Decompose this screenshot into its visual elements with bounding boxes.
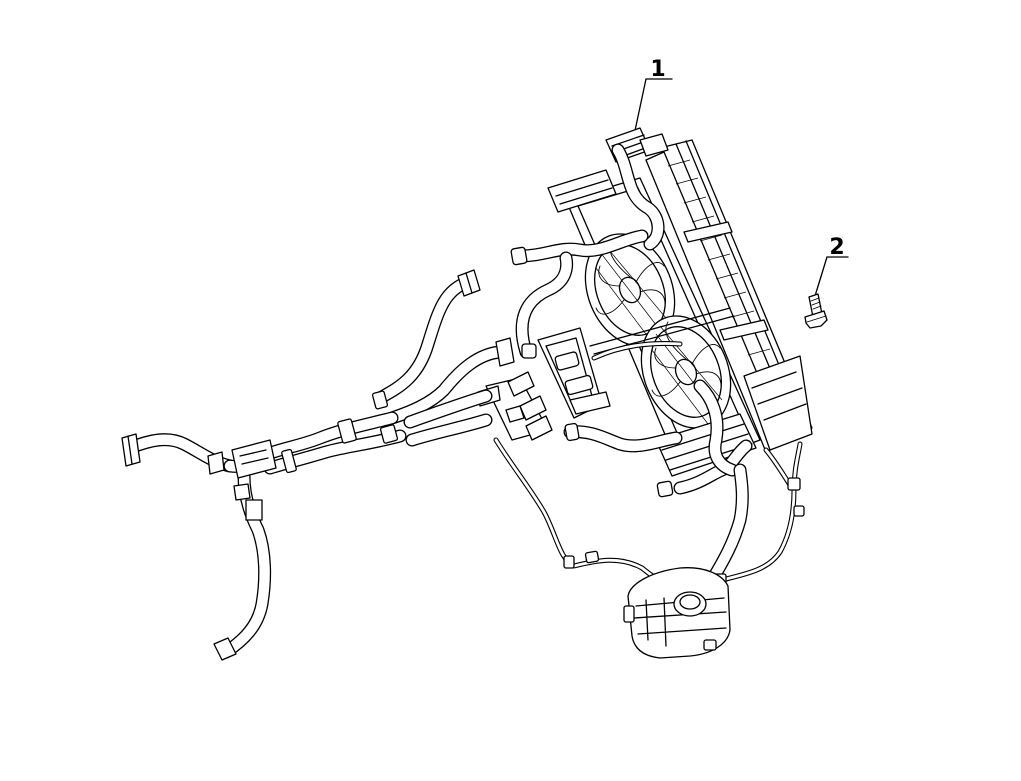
callout-2-label: 2	[829, 235, 844, 260]
overflow-lines	[493, 437, 805, 587]
fan-upper-icon	[584, 233, 676, 347]
callout-1-label: 1	[650, 57, 665, 82]
pump-bracket	[537, 327, 611, 419]
heater-hose-assembly	[121, 269, 515, 661]
coolant-reservoir-icon	[623, 567, 731, 659]
valve-block	[477, 371, 553, 441]
bolt-icon[interactable]	[804, 293, 828, 329]
callout-2[interactable]: 2	[814, 235, 849, 297]
callout-1[interactable]: 1	[632, 57, 673, 141]
module-hoses	[510, 143, 753, 498]
radiator-cooling-module-icon[interactable]	[477, 127, 813, 498]
